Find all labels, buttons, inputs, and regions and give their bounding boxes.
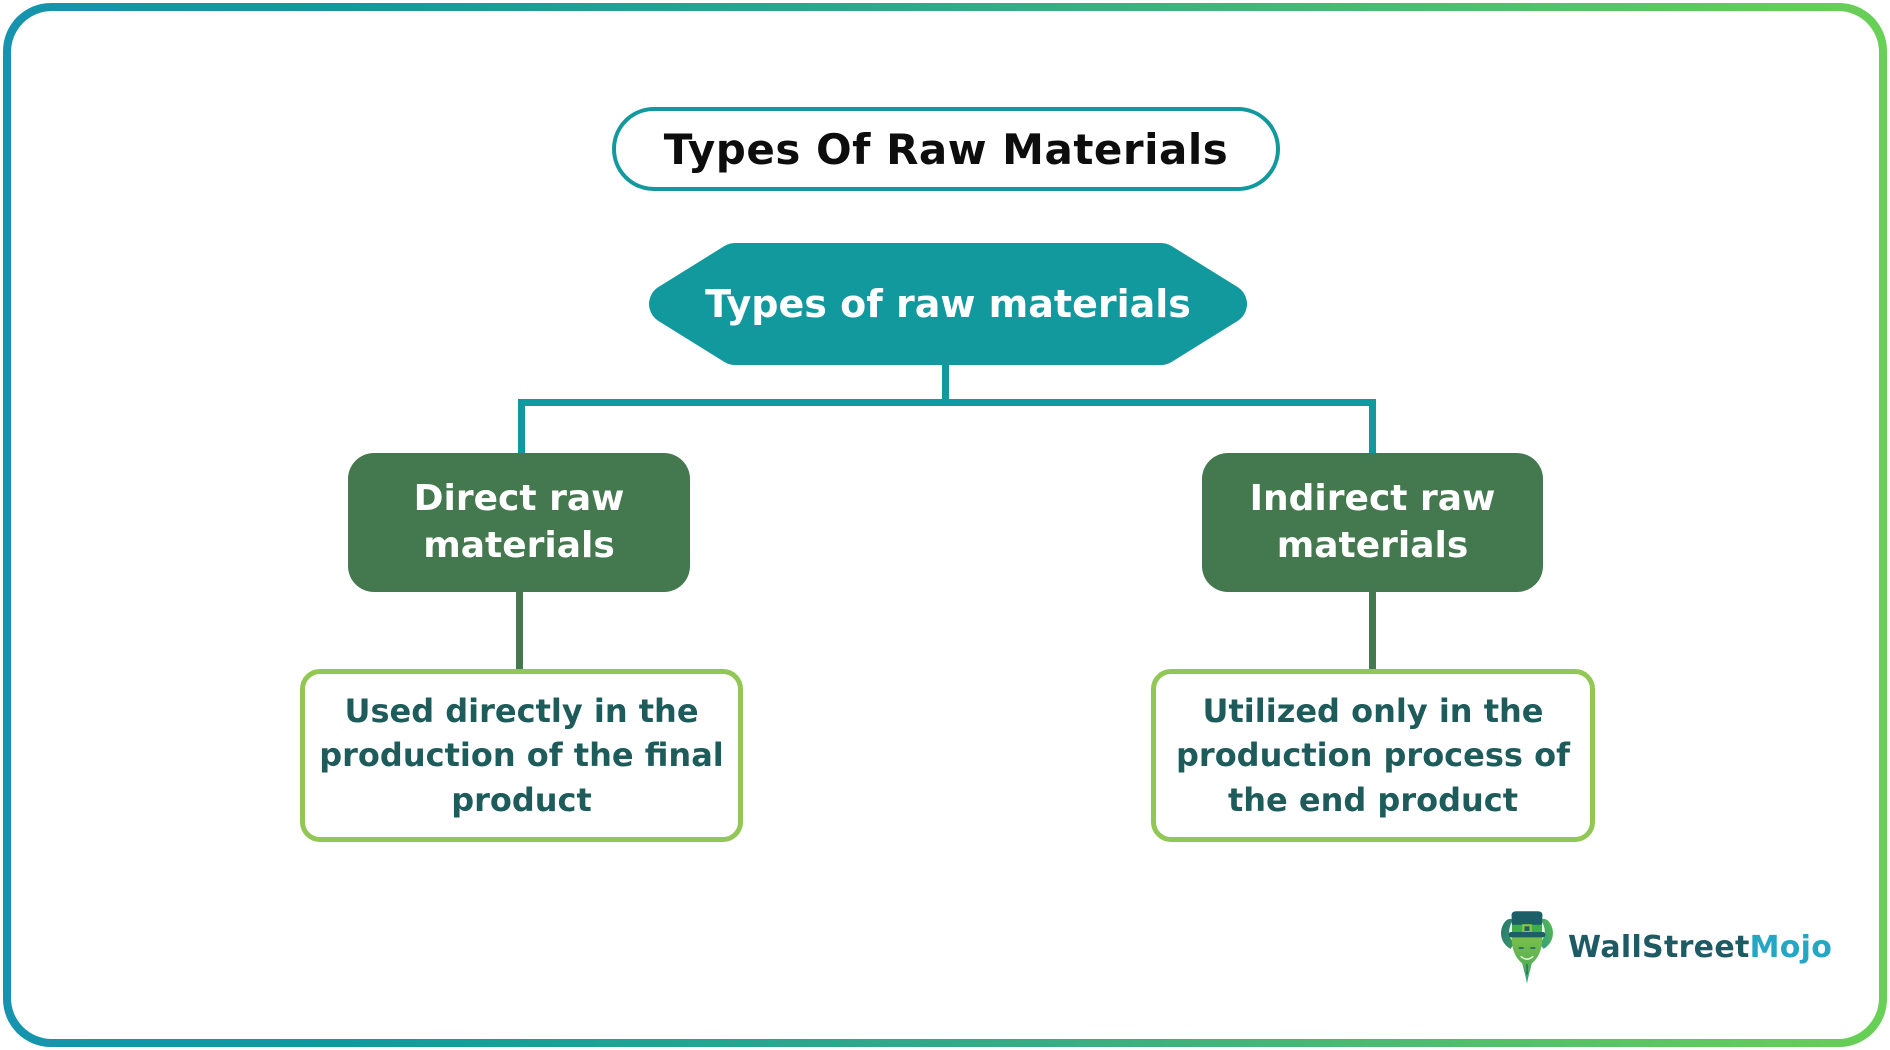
hexagon-shape — [649, 243, 1247, 365]
connector-drop-left — [518, 399, 525, 457]
branch-node-indirect: Indirect raw materials — [1202, 453, 1543, 592]
description-direct-text: Used directly in the production of the f… — [319, 692, 724, 819]
description-indirect-text: Utilized only in the production process … — [1176, 692, 1570, 819]
description-box-indirect: Utilized only in the production process … — [1151, 669, 1595, 842]
connector-root-stub — [942, 360, 949, 405]
branch-node-indirect-label: Indirect raw materials — [1249, 477, 1496, 566]
connector-horizontal — [518, 399, 1376, 406]
connector-indirect-description — [1369, 588, 1376, 673]
brand-wordmark: WallStreetMojo — [1568, 930, 1832, 965]
connector-direct-description — [516, 588, 523, 673]
branch-node-direct-label: Direct raw materials — [413, 477, 625, 566]
brand-primary-text: WallStreet — [1568, 929, 1750, 965]
diagram-title: Types Of Raw Materials — [663, 124, 1229, 174]
root-node: Types of raw materials — [645, 243, 1251, 365]
bull-mascot-icon — [1501, 911, 1553, 984]
root-node-label: Types of raw materials — [705, 282, 1191, 326]
wallstreetmojo-logo: WallStreetMojo — [1498, 902, 1832, 992]
brand-accent-text: Mojo — [1749, 929, 1833, 965]
description-box-direct: Used directly in the production of the f… — [300, 669, 743, 842]
branch-node-direct: Direct raw materials — [348, 453, 690, 592]
diagram-title-pill: Types Of Raw Materials — [612, 107, 1280, 191]
connector-drop-right — [1369, 399, 1376, 457]
